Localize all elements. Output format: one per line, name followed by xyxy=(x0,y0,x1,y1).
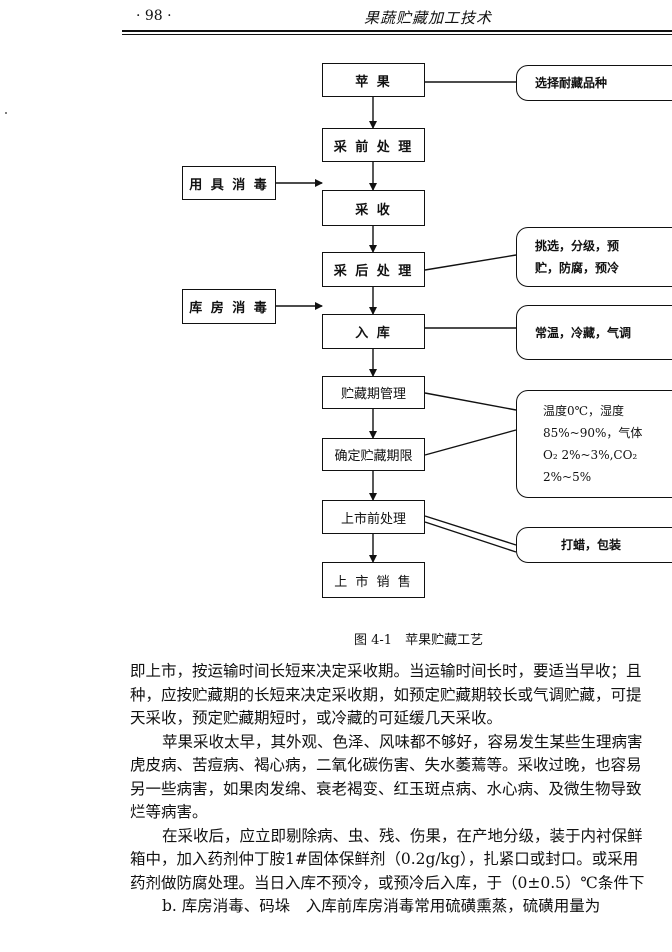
text-line: 在采收后，应立即剔除病、虫、残、伤果，在产地分级，装于内衬保鲜 xyxy=(162,826,643,845)
step-preharvest-treatment: 采 前 处 理 xyxy=(322,128,425,162)
note-storage-methods: 常温，冷藏，气调 xyxy=(516,305,672,360)
note-connector xyxy=(424,254,517,271)
step-apple: 苹 果 xyxy=(322,63,425,97)
input-warehouse-disinfection: 库 房 消 毒 xyxy=(182,289,276,324)
header-rule-thin xyxy=(122,34,672,35)
note-connector xyxy=(424,515,517,546)
note-connector xyxy=(424,521,517,553)
header-rule-thick xyxy=(122,30,672,32)
note-connector xyxy=(424,429,517,456)
note-storage-conditions: 温度0℃，湿度 85%~90%，气体 O₂ 2%~3%,CO₂ 2%~5% xyxy=(516,390,672,498)
step-market-sales: 上 市 销 售 xyxy=(322,562,425,598)
step-storage-management: 贮藏期管理 xyxy=(322,376,425,409)
text-line: 苹果采收太早，其外观、色泽、风味都不够好，容易发生某些生理病害 xyxy=(162,732,643,751)
running-title: 果蔬贮藏加工技术 xyxy=(364,9,493,27)
input-tool-disinfection: 用 具 消 毒 xyxy=(182,166,276,200)
note-connector xyxy=(424,392,517,411)
text-line: 烂等病害。 xyxy=(130,803,208,821)
page-header: · 98 · 果蔬贮藏加工技术 xyxy=(0,0,672,36)
text-line: 箱中，加入药剂仲丁胺1#固体保鲜剂（0.2g/kg），扎紧口或封口。或采用 xyxy=(130,850,639,868)
apple-storage-flowchart: 苹 果 采 前 处 理 采 收 采 后 处 理 入 库 贮藏期管理 确定贮藏期限… xyxy=(182,63,672,598)
note-postharvest-details: 挑选，分级，预 贮，防腐，预冷 xyxy=(516,227,672,287)
page-number: · 98 · xyxy=(136,8,172,24)
text-line: 虎皮病、苦痘病、褐心病，二氧化碳伤害、失水萎蔫等。采收过晚，也容易 xyxy=(130,756,642,774)
step-premarket-treatment: 上市前处理 xyxy=(322,500,425,534)
text-line: b. 库房消毒、码垛 入库前库房消毒常用硫磺熏蒸，硫磺用量为 xyxy=(162,897,601,915)
text-line: 另一些病害，如果肉发绵、衰老褐变、红玉斑点病、水心病、及微生物导致 xyxy=(130,779,642,798)
text-line: 天采收，预定贮藏期短时，或冷藏的可延缓几天采收。 xyxy=(130,709,503,727)
note-waxing-packaging: 打蜡，包装 xyxy=(516,527,672,563)
step-warehousing: 入 库 xyxy=(322,314,425,349)
text-line: 即上市，按运输时间长短来决定采收期。当运输时间长时，要适当早收；且 xyxy=(130,662,642,680)
note-select-variety: 选择耐藏品种 xyxy=(516,65,672,101)
flowchart-connectors xyxy=(276,81,517,563)
text-line: 药剂做防腐处理。当日入库不预冷，或预冷后入库，于（0±0.5）℃条件下 xyxy=(130,873,645,892)
step-determine-storage-period: 确定贮藏期限 xyxy=(322,438,425,471)
step-postharvest-treatment: 采 后 处 理 xyxy=(322,252,425,287)
step-harvest: 采 收 xyxy=(322,190,425,226)
text-line: 种，应按贮藏期的长短来决定采收期，如预定贮藏期较长或气调贮藏，可提 xyxy=(130,685,642,704)
body-text: 即上市，按运输时间长短来决定采收期。当运输时间长时，要适当早收；且 种，应按贮藏… xyxy=(130,660,672,919)
figure-caption: 图 4-1 苹果贮藏工艺 xyxy=(354,633,484,648)
margin-mark xyxy=(5,112,7,114)
